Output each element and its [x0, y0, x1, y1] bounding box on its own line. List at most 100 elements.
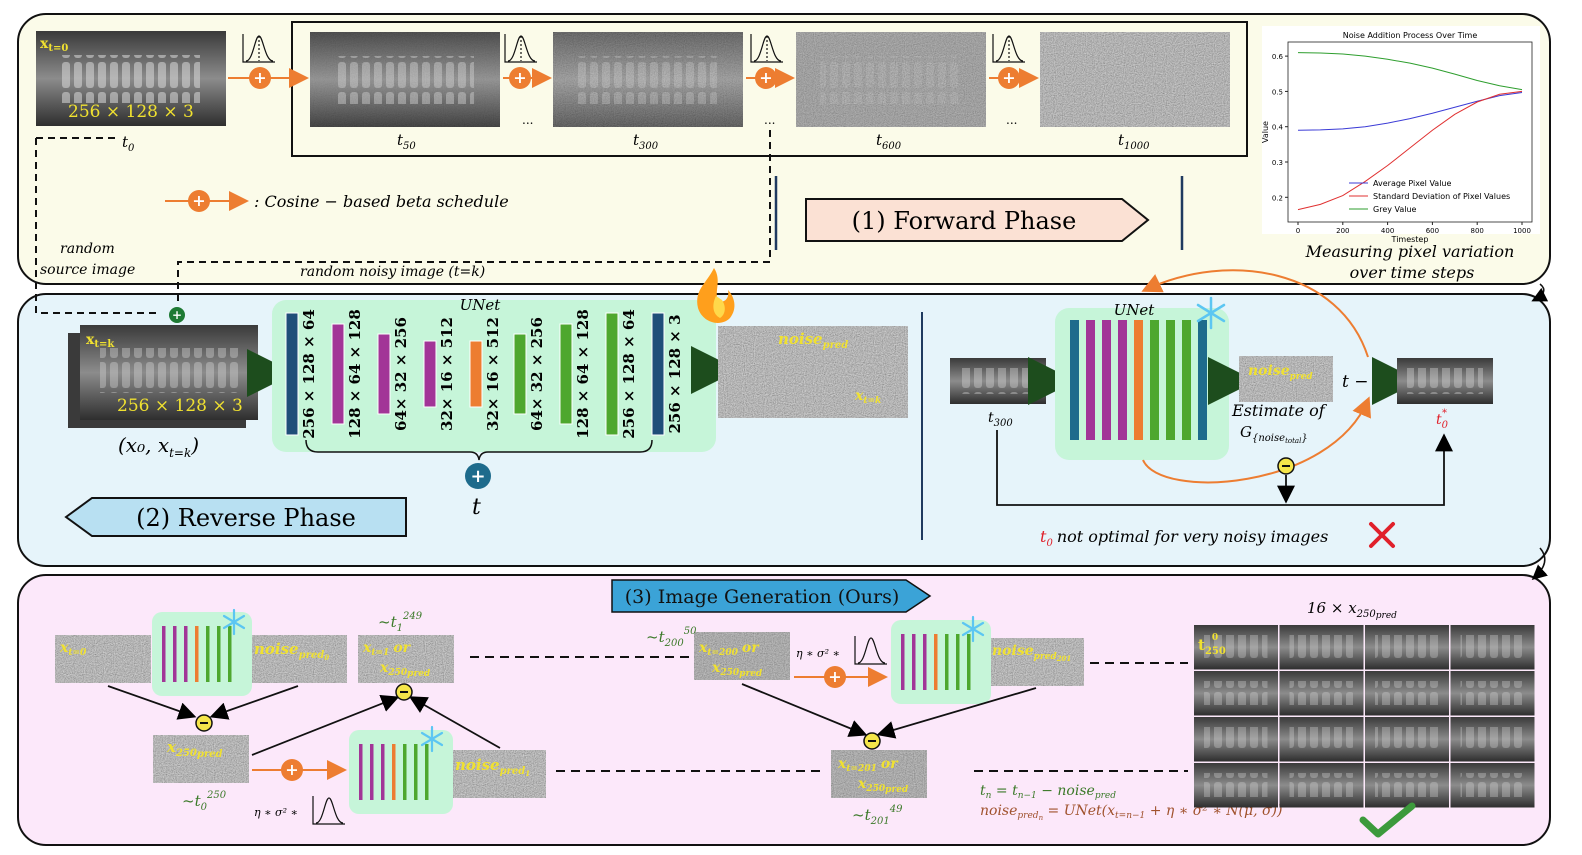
ellipsis-1: ... — [522, 113, 533, 127]
unet-small-label: UNet — [1114, 301, 1156, 319]
plus-icon — [281, 759, 303, 781]
random-noisy-label: random noisy image (t=k) — [300, 264, 485, 280]
ellipsis-2: ... — [764, 113, 775, 127]
svg-text:(1) Forward Phase: (1) Forward Phase — [852, 207, 1077, 235]
gen-unet-bar — [425, 744, 429, 800]
t-minus-1: t − 1 — [1342, 372, 1385, 392]
unet-layer-label: 128 × 64 × 128 — [346, 309, 364, 439]
noise-pred-image — [718, 326, 908, 418]
unet-small-bar — [1118, 320, 1127, 440]
grid-title: 16 × x250pred — [1307, 599, 1397, 621]
unet-small-bar — [1134, 320, 1143, 440]
unet-layer-bar — [469, 340, 483, 408]
chart-legend: Average Pixel Value Standard Deviation o… — [1349, 179, 1510, 214]
t-label-600: t600 — [876, 131, 902, 152]
random-source-label-2: source image — [40, 262, 135, 278]
chart-series-line — [1297, 90, 1523, 211]
noise-add-arrows: + + + + — [228, 67, 1039, 89]
panel-connector-2 — [1531, 547, 1548, 580]
gen-unet-bar — [228, 626, 232, 682]
minus-icons — [195, 683, 881, 750]
generated-sample-teeth — [1375, 635, 1439, 659]
gen-unet-bar — [370, 744, 374, 800]
unet-small-bar — [1070, 320, 1079, 440]
unet-label: UNet — [460, 296, 502, 314]
gen-unet-bar — [162, 626, 166, 682]
unet-layer-label: 64× 32 × 256 — [528, 317, 546, 431]
checkmark-icon — [1359, 802, 1416, 838]
noise-xtk-label: xt=k — [854, 388, 881, 406]
svg-text:(3) Image Generation (Ours): (3) Image Generation (Ours) — [625, 586, 899, 608]
gen-unet-bar — [359, 744, 363, 800]
bell-curve-icons — [242, 34, 1025, 63]
generated-sample-teeth — [1460, 681, 1524, 705]
t300-label: t300 — [988, 410, 1013, 429]
xray-t600 — [796, 32, 986, 127]
noise-pred-small-label: noisepred — [1248, 363, 1313, 382]
chart-xtick-label: 600 — [1426, 227, 1439, 235]
gen-unet-bar — [956, 634, 960, 690]
gen-unet-bar — [923, 634, 927, 690]
forward-phase-banner: (1) Forward Phase — [774, 176, 1184, 250]
svg-text:(2) Reverse Phase: (2) Reverse Phase — [136, 504, 356, 532]
legend-entry: Average Pixel Value — [1373, 179, 1451, 188]
gen-unet-bar — [901, 634, 905, 690]
plus-t-icon — [465, 463, 491, 489]
chart-title: Noise Addition Process Over Time — [1343, 31, 1478, 40]
unet-small-bar — [1182, 320, 1191, 440]
legend-entry: Standard Deviation of Pixel Values — [1373, 192, 1510, 201]
xt0-label: xt=0 — [40, 36, 68, 54]
xray-t0star-small — [1397, 358, 1493, 404]
xray-t300 — [553, 32, 743, 127]
generated-sample-teeth — [1204, 681, 1268, 705]
fire-icon — [697, 268, 735, 323]
gen-t0-250: ~t0250 — [182, 790, 227, 813]
generated-sample-teeth — [1460, 635, 1524, 659]
gen-x250-or-3: x250pred — [857, 776, 909, 795]
svg-text:+: + — [759, 68, 772, 87]
unet-small-bar — [1198, 320, 1207, 440]
generated-sample-teeth — [1460, 773, 1524, 797]
t-label-0: t0 — [122, 133, 135, 154]
unet-small-bar — [1150, 320, 1159, 440]
gen-unet-bar — [403, 744, 407, 800]
unet-layer-label: 64× 32 × 256 — [392, 317, 410, 431]
chart-xtick-label: 800 — [1471, 227, 1484, 235]
gen-noise-pred201: noisepred201 — [992, 643, 1071, 663]
svg-text:+: + — [172, 308, 182, 322]
noise-pred-label: noisepred — [778, 330, 848, 351]
unet-small-bar — [1086, 320, 1095, 440]
gen-unet-bar — [945, 634, 949, 690]
generated-sample-teeth — [1375, 773, 1439, 797]
gen-unet-3 — [891, 620, 991, 704]
eq-tn: tn = tn−1 − noisepred — [980, 783, 1116, 801]
orange-loop-arrow — [1142, 396, 1371, 484]
gen-unet-bar — [381, 744, 385, 800]
generated-sample-teeth — [1375, 727, 1439, 751]
gen-dashed-lines — [470, 656, 1188, 772]
gen-x250pred: x250pred — [166, 738, 222, 760]
generated-sample-teeth — [1289, 635, 1353, 659]
reverse-phase-banner: (2) Reverse Phase — [64, 497, 407, 537]
gen-unet-bar — [184, 626, 188, 682]
chart-ylabel: Value — [1261, 121, 1270, 143]
gen-noise-pred1: noisepred1 — [455, 756, 530, 778]
generated-grid — [1194, 625, 1535, 808]
schedule-legend: + : Cosine − based beta schedule — [165, 190, 509, 212]
generated-sample-teeth — [1375, 681, 1439, 705]
unet-layer-label: 32× 16 × 512 — [438, 317, 456, 431]
generated-sample-teeth — [1289, 773, 1353, 797]
chart-plot-area — [1287, 41, 1533, 223]
unet-small-bar — [1102, 320, 1111, 440]
t-label-1000: t1000 — [1118, 131, 1150, 152]
generated-sample-teeth — [1204, 773, 1268, 797]
generated-sample-teeth — [1204, 635, 1268, 659]
t-symbol: t — [472, 495, 481, 520]
chart-ytick-label: 0.3 — [1272, 159, 1283, 167]
eta-formula-2: η ∗ σ² ∗ — [796, 647, 840, 660]
chart-ytick-label: 0.5 — [1272, 88, 1283, 96]
